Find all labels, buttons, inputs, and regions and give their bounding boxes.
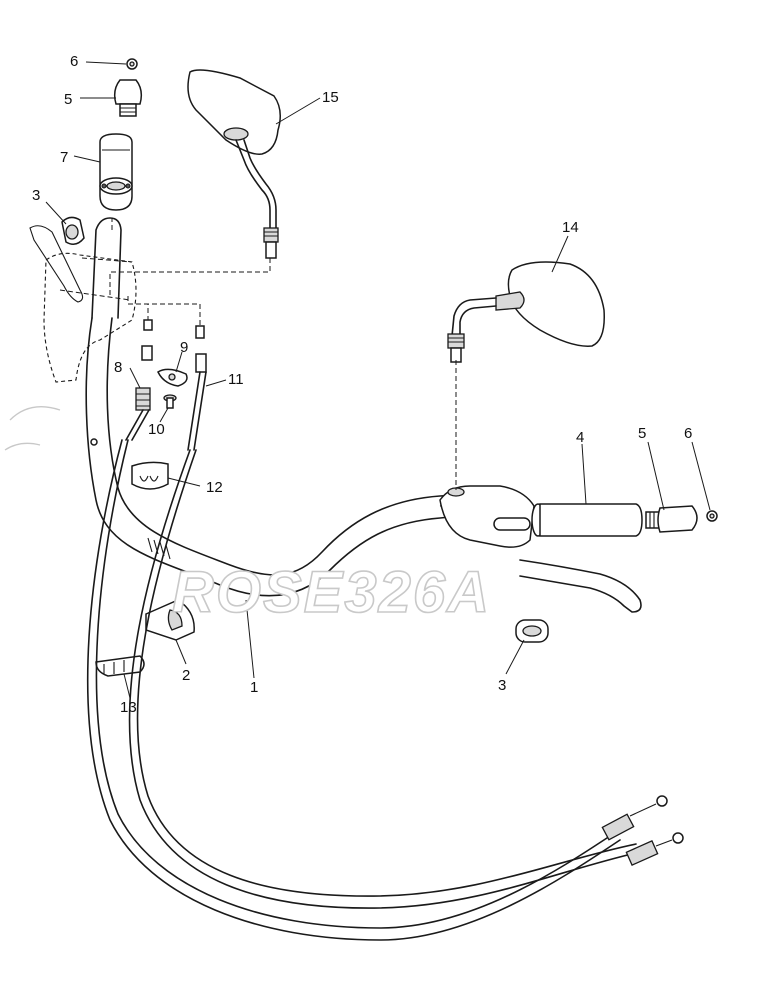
cable-clip-right[interactable] <box>515 619 549 643</box>
callout-3-right[interactable]: 3 <box>498 677 506 694</box>
leader-lines <box>45 61 711 699</box>
cable-adjuster-right[interactable] <box>187 325 207 451</box>
handlebar[interactable] <box>85 217 521 597</box>
watermark: ROSE326A <box>172 560 491 625</box>
cable-end-lower <box>625 832 684 866</box>
callout-1[interactable]: 1 <box>250 679 258 696</box>
callout-13[interactable]: 13 <box>120 699 137 716</box>
cable-end-upper <box>601 795 668 841</box>
callout-12[interactable]: 12 <box>206 479 223 496</box>
callout-6-top[interactable]: 6 <box>70 53 78 70</box>
cable-adjuster-left[interactable] <box>125 319 153 441</box>
left-grip[interactable] <box>99 133 133 211</box>
cable-clip-left[interactable] <box>61 216 85 245</box>
left-switch-housing[interactable] <box>29 225 137 383</box>
callout-4[interactable]: 4 <box>576 429 584 446</box>
callout-14[interactable]: 14 <box>562 219 579 236</box>
callout-9[interactable]: 9 <box>180 339 188 356</box>
background-ghost-lines <box>4 406 61 451</box>
bolt-left[interactable] <box>126 58 138 70</box>
bar-end-weight-right[interactable] <box>645 505 698 533</box>
callouts: 6 5 7 3 15 14 9 8 11 10 12 4 5 6 2 1 3 1… <box>32 53 692 716</box>
callout-5-right[interactable]: 5 <box>638 425 646 442</box>
callout-15[interactable]: 15 <box>322 89 339 106</box>
cables[interactable] <box>86 439 684 941</box>
mirror-left[interactable] <box>187 69 281 259</box>
callout-6-right[interactable]: 6 <box>684 425 692 442</box>
callout-7[interactable]: 7 <box>60 149 68 166</box>
right-lever[interactable] <box>519 559 642 613</box>
bracket-guide[interactable] <box>145 599 195 641</box>
right-clamp-housing[interactable] <box>439 485 535 548</box>
callout-10[interactable]: 10 <box>148 421 165 438</box>
callout-3-left[interactable]: 3 <box>32 187 40 204</box>
cable-holder-clamp[interactable] <box>131 461 169 490</box>
callout-5-top[interactable]: 5 <box>64 91 72 108</box>
mirror-right[interactable] <box>447 261 605 363</box>
bolt-right[interactable] <box>706 510 718 522</box>
cable-guide[interactable] <box>95 655 145 677</box>
callout-11[interactable]: 11 <box>228 371 244 388</box>
washer-plate[interactable] <box>157 368 188 387</box>
callout-2[interactable]: 2 <box>182 667 190 684</box>
callout-8[interactable]: 8 <box>114 359 122 376</box>
right-grip[interactable] <box>531 503 643 537</box>
assembly-lines <box>109 218 457 490</box>
screw[interactable] <box>163 394 177 409</box>
bar-end-weight-left[interactable] <box>113 79 143 117</box>
